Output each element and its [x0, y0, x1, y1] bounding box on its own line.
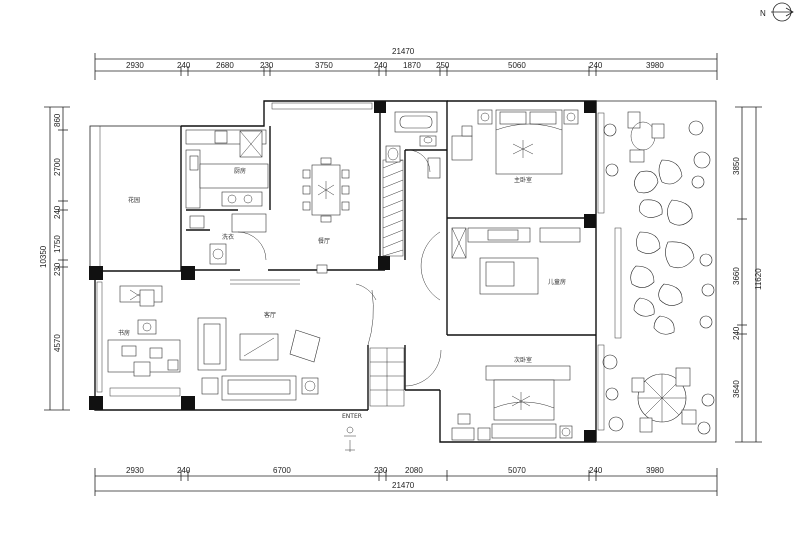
- left-garden: 花园: [89, 125, 182, 272]
- bathroom: [385, 111, 441, 179]
- top-dim-4: 230: [260, 61, 274, 70]
- laundry-label: 洗衣: [222, 233, 234, 241]
- top-dim-1: 2930: [126, 61, 144, 70]
- north-label: N: [760, 9, 766, 18]
- left-dim-3: 240: [53, 205, 62, 219]
- dining: 餐厅: [230, 157, 350, 285]
- left-dim-5: 230: [53, 262, 62, 276]
- right-dim-4: 3640: [732, 380, 741, 398]
- bottom-dim-5: 2080: [405, 466, 423, 475]
- entry-label: ENTER: [342, 413, 362, 420]
- right-dim-3: 240: [732, 326, 741, 340]
- top-dim-6: 240: [374, 61, 388, 70]
- right-dimensions: 3850 3660 240 3640 11620: [732, 106, 763, 443]
- north-arrow: N: [760, 2, 794, 22]
- bottom-dim-4: 230: [374, 466, 388, 475]
- left-dim-2: 2700: [53, 158, 62, 176]
- top-dim-3: 2680: [216, 61, 234, 70]
- top-dimensions: 21470 2930 240 2680 230 3750 240 1870 25…: [94, 47, 718, 80]
- top-dim-10: 240: [589, 61, 603, 70]
- entry: ENTER: [342, 413, 362, 452]
- structural-columns: [89, 101, 596, 442]
- guest-bedroom: 次卧室: [404, 349, 573, 441]
- top-dim-9: 5060: [508, 61, 526, 70]
- left-dimensions: 10350 860 2700 240 1750 230 4570: [39, 106, 70, 411]
- bottom-dim-1: 2930: [126, 466, 144, 475]
- study: 书房: [107, 285, 181, 377]
- right-total-dim: 11620: [754, 268, 763, 290]
- dining-label: 餐厅: [318, 237, 330, 245]
- top-dim-7: 1870: [403, 61, 421, 70]
- kids-bedroom-label: 儿童房: [548, 278, 566, 286]
- study-label: 书房: [118, 329, 130, 337]
- top-dim-11: 3980: [646, 61, 664, 70]
- bottom-dim-2: 240: [177, 466, 191, 475]
- top-total-dim: 21470: [392, 47, 415, 56]
- windows: [96, 102, 622, 431]
- left-dim-1: 860: [53, 113, 62, 127]
- living-label: 客厅: [264, 311, 276, 319]
- master-bedroom-label: 主卧室: [514, 176, 532, 184]
- master-bedroom: 主卧室: [451, 109, 579, 184]
- kitchen: 厨房 洗衣: [185, 129, 269, 265]
- garden-left-label: 花园: [128, 196, 140, 204]
- bottom-dimensions: 2930 240 6700 230 2080 5070 240 3980 214…: [94, 466, 718, 496]
- right-garden: [602, 111, 715, 435]
- bottom-dim-6: 5070: [508, 466, 526, 475]
- bottom-total-dim: 21470: [392, 481, 415, 490]
- top-dim-8: 250: [436, 61, 450, 70]
- left-total-dim: 10350: [39, 245, 48, 268]
- bottom-dim-3: 6700: [273, 466, 291, 475]
- right-dim-1: 3850: [732, 157, 741, 175]
- kitchen-label: 厨房: [234, 167, 246, 175]
- right-dim-2: 3660: [732, 267, 741, 285]
- bottom-dim-7: 240: [589, 466, 603, 475]
- living-room: 客厅: [197, 283, 377, 401]
- left-dim-4: 1750: [53, 235, 62, 253]
- left-dim-6: 4570: [53, 334, 62, 352]
- top-dim-5: 3750: [315, 61, 333, 70]
- wardrobe-hatch: [369, 159, 405, 407]
- guest-bedroom-label: 次卧室: [514, 356, 532, 364]
- bottom-dim-8: 3980: [646, 466, 664, 475]
- kids-bedroom: 儿童房: [420, 227, 581, 301]
- top-dim-2: 240: [177, 61, 191, 70]
